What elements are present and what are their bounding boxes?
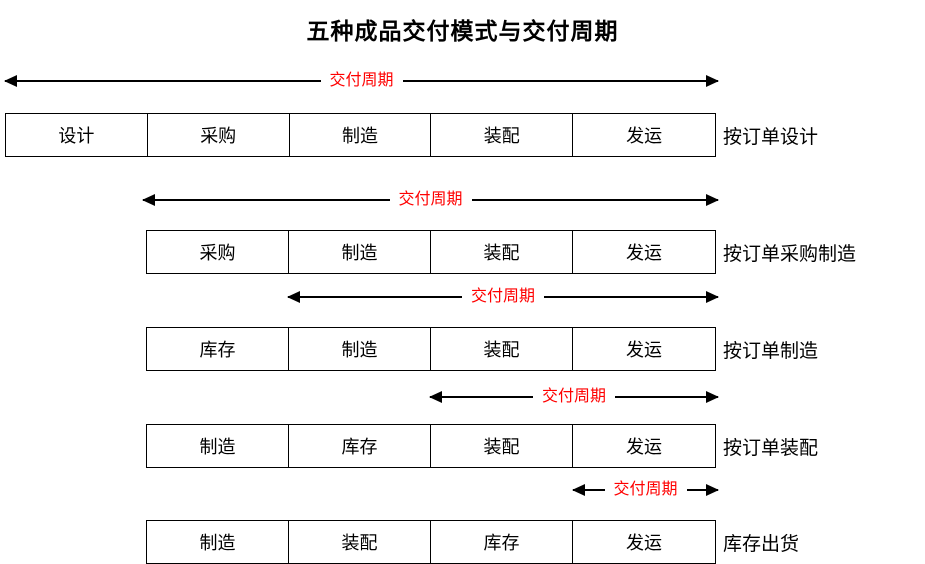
arrow-left-head-4 bbox=[430, 396, 533, 398]
stage-cell[interactable]: 发运 bbox=[626, 340, 662, 360]
stage-cell[interactable]: 设计 bbox=[6, 114, 148, 156]
lead-time-arrow-row-4: 交付周期 bbox=[430, 384, 719, 410]
arrow-right-head-3 bbox=[544, 296, 719, 298]
stage-cell[interactable]: 装配 bbox=[289, 521, 431, 563]
stage-cell[interactable]: 采购 bbox=[147, 231, 289, 273]
stage-cell[interactable]: 装配 bbox=[431, 425, 573, 467]
stage-cell[interactable]: 发运 bbox=[626, 437, 662, 457]
lead-time-arrow-row-5: 交付周期 bbox=[573, 477, 719, 503]
stage-cell[interactable]: 库存 bbox=[289, 425, 431, 467]
lead-time-label-2: 交付周期 bbox=[398, 191, 463, 208]
mode-label-4: 按订单装配 bbox=[723, 437, 819, 459]
lead-time-arrow-row-1: 交付周期 bbox=[5, 68, 719, 94]
stage-cell[interactable]: 发运 bbox=[626, 243, 662, 263]
stage-cell[interactable]: 制造 bbox=[290, 114, 432, 156]
arrow-left-head-5 bbox=[573, 489, 605, 491]
arrow-left-head-3 bbox=[288, 296, 462, 298]
lead-time-label-1: 交付周期 bbox=[329, 72, 394, 89]
stage-cell[interactable]: 装配 bbox=[431, 231, 573, 273]
mode-label-1: 按订单设计 bbox=[723, 126, 819, 148]
arrow-left-head-1 bbox=[5, 80, 321, 82]
stage-cell[interactable]: 装配 bbox=[431, 328, 573, 370]
page-title: 五种成品交付模式与交付周期 bbox=[306, 19, 619, 44]
stage-bar-row-1: 设计 采购 制造 装配 发运 bbox=[5, 113, 716, 157]
stage-bar-row-4: 制造 库存 装配 发运 bbox=[146, 424, 716, 468]
stage-cell[interactable]: 制造 bbox=[289, 328, 431, 370]
stage-cell[interactable]: 制造 bbox=[147, 521, 289, 563]
arrow-right-head-2 bbox=[471, 199, 719, 201]
lead-time-label-4: 交付周期 bbox=[542, 388, 607, 405]
stage-bar-row-3: 库存 制造 装配 发运 bbox=[146, 327, 716, 371]
stage-bar-row-5: 制造 装配 库存 发运 bbox=[146, 520, 716, 564]
arrow-right-head-5 bbox=[686, 489, 719, 491]
stage-cell[interactable]: 制造 bbox=[147, 425, 289, 467]
stage-cell[interactable]: 库存 bbox=[431, 521, 573, 563]
stage-cell[interactable]: 发运 bbox=[626, 126, 663, 146]
stage-cell[interactable]: 装配 bbox=[431, 114, 574, 156]
stage-cell[interactable]: 制造 bbox=[289, 231, 431, 273]
lead-time-label-5: 交付周期 bbox=[613, 481, 678, 498]
arrow-left-head-2 bbox=[143, 199, 390, 201]
lead-time-label-3: 交付周期 bbox=[471, 288, 536, 305]
mode-label-2: 按订单采购制造 bbox=[723, 243, 857, 265]
arrow-right-head-4 bbox=[615, 396, 719, 398]
stage-cell[interactable]: 发运 bbox=[626, 533, 662, 553]
stage-cell[interactable]: 采购 bbox=[148, 114, 290, 156]
mode-label-3: 按订单制造 bbox=[723, 340, 819, 362]
stage-bar-row-2: 采购 制造 装配 发运 bbox=[146, 230, 716, 274]
arrow-right-head-1 bbox=[402, 80, 719, 82]
lead-time-arrow-row-3: 交付周期 bbox=[288, 284, 719, 310]
lead-time-arrow-row-2: 交付周期 bbox=[143, 187, 719, 213]
mode-label-5: 库存出货 bbox=[723, 533, 800, 555]
stage-cell[interactable]: 库存 bbox=[147, 328, 289, 370]
